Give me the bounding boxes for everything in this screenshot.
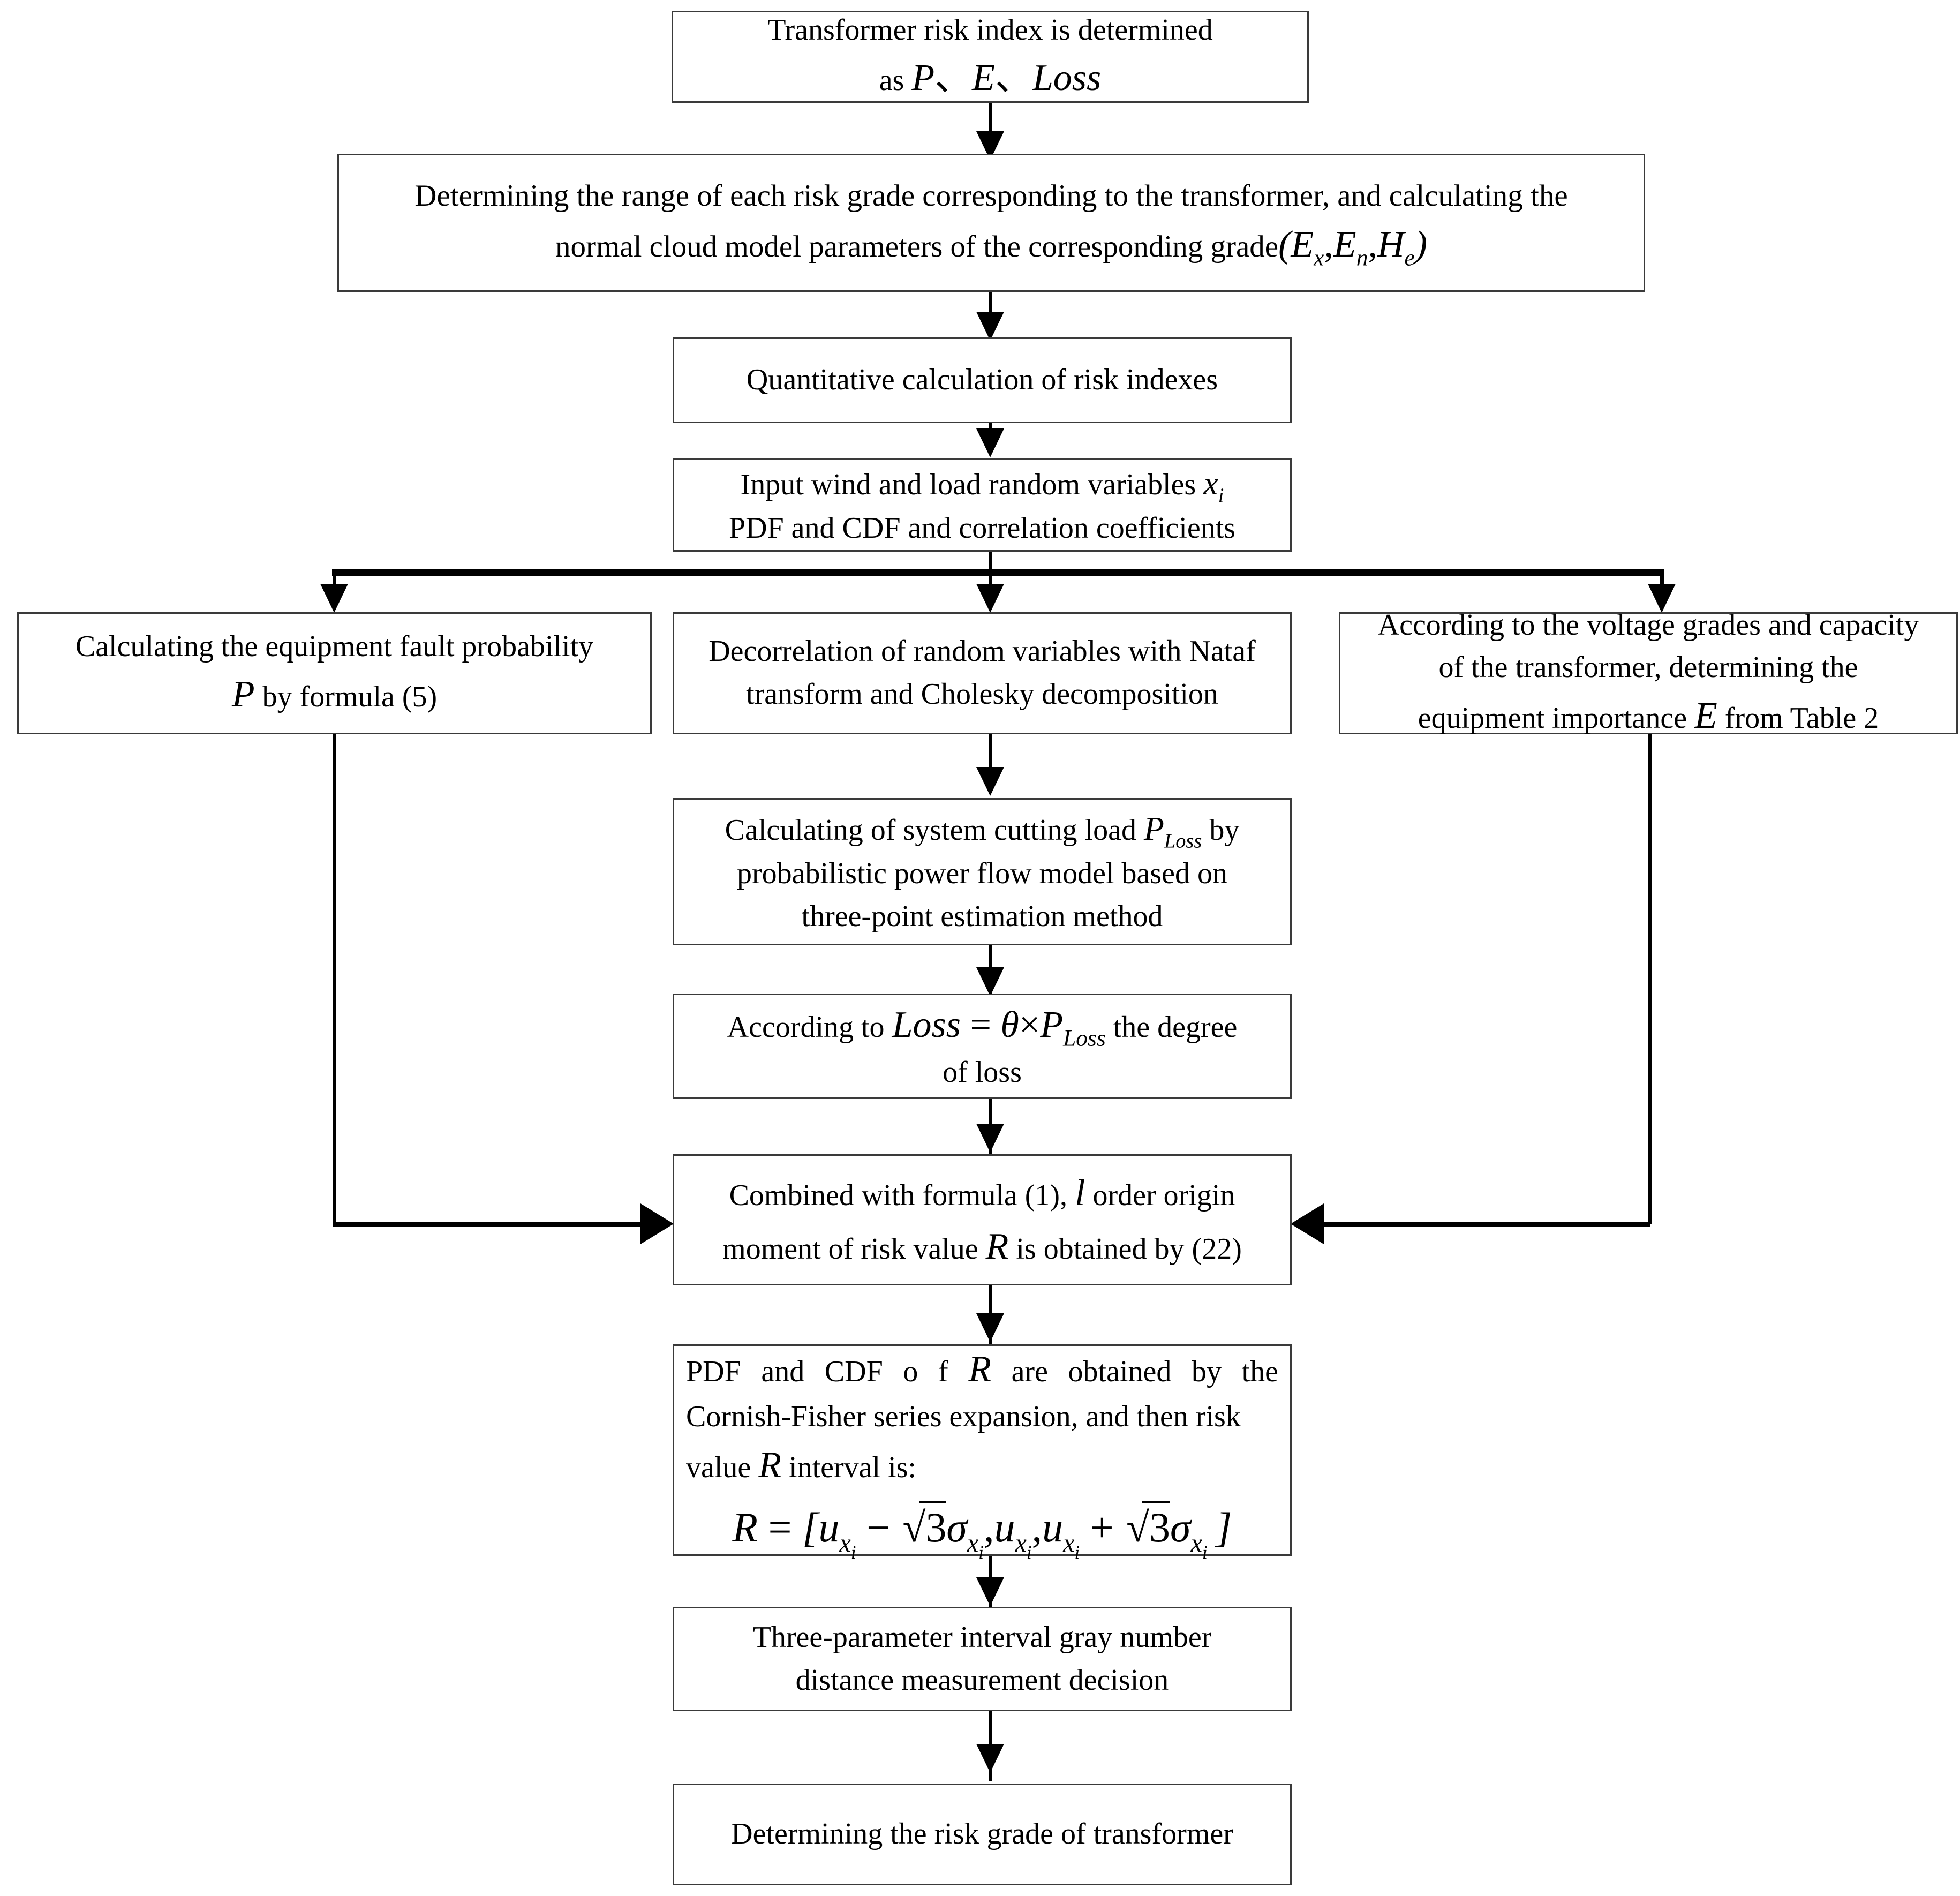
n1-line2-prefix: as bbox=[879, 64, 912, 97]
n8-line3: three-point estimation method bbox=[801, 899, 1163, 933]
n6-line2: transform and Cholesky decomposition bbox=[746, 678, 1218, 711]
arrowhead-n7-n10-icon bbox=[1291, 1203, 1324, 1244]
arrowhead-n2-n3-icon bbox=[976, 312, 1004, 341]
n2-line2-text: normal cloud model parameters of the cor… bbox=[555, 229, 1279, 264]
n8-line1-a: Calculating of system cutting load bbox=[725, 813, 1144, 847]
n7-line2: of the transformer, determining the bbox=[1438, 651, 1858, 684]
connector-n6-n8 bbox=[989, 734, 992, 792]
n7-line3-b: from Table 2 bbox=[1717, 701, 1879, 735]
n11-formula: R = [uxi − √3σxi,uxi,uxi + √3σxi ] bbox=[686, 1498, 1278, 1562]
n9-line2: of loss bbox=[943, 1055, 1022, 1089]
connector-n4-bus bbox=[989, 552, 992, 574]
arrowhead-n11-n12-icon bbox=[976, 1577, 1004, 1606]
connector-n7-drop bbox=[1648, 734, 1652, 1224]
connector-n1-n2 bbox=[989, 103, 992, 138]
n2-line2-math: (Ex,En,He) bbox=[1278, 223, 1428, 271]
n8-line1-b: by bbox=[1202, 813, 1240, 847]
node-system-cutting-load-ppf: Calculating of system cutting load PLoss… bbox=[673, 798, 1292, 945]
node-input-wind-load-variables: Input wind and load random variables xi … bbox=[673, 458, 1292, 552]
n11-line3-a: value bbox=[686, 1450, 759, 1484]
n1-line2: as P、E、Loss bbox=[685, 51, 1295, 104]
n10-line2: moment of risk value R is obtained by (2… bbox=[686, 1220, 1278, 1273]
node-decorrelation-nataf-cholesky: Decorrelation of random variables with N… bbox=[673, 612, 1292, 734]
n8-line1-math: PLoss bbox=[1143, 810, 1202, 853]
n11-line1: PDF and CDF o f R are obtained by the bbox=[686, 1343, 1278, 1396]
n5-line2-math: P bbox=[231, 674, 255, 716]
n10-line1-b: order origin bbox=[1085, 1179, 1235, 1213]
n9-line1-math: Loss = θ×PLoss bbox=[892, 1004, 1106, 1051]
node-cornish-fisher-risk-interval: PDF and CDF o f R are obtained by the Co… bbox=[673, 1343, 1292, 1562]
node-risk-grade-range-cloud-parameters: Determining the range of each risk grade… bbox=[337, 154, 1645, 292]
n10-line1-a: Combined with formula (1), bbox=[729, 1179, 1075, 1213]
n11-line3-math: R bbox=[758, 1444, 782, 1486]
n10-line1: Combined with formula (1), l order origi… bbox=[686, 1167, 1278, 1220]
n1-line1: Transformer risk index is determined bbox=[767, 13, 1213, 47]
n7-line3-math: E bbox=[1694, 695, 1717, 736]
n12-line1: Three-parameter interval gray number bbox=[752, 1620, 1212, 1654]
n4-line2: PDF and CDF and correlation coefficients bbox=[728, 511, 1236, 545]
node-three-parameter-gray-number-decision: Three-parameter interval gray number dis… bbox=[673, 1607, 1292, 1711]
n7-line3: equipment importance E from Table 2 bbox=[1352, 689, 1944, 742]
n5-line1: Calculating the equipment fault probabil… bbox=[75, 629, 594, 663]
n9-line1: According to Loss = θ×PLoss the degree bbox=[686, 998, 1278, 1051]
n12-line2: distance measurement decision bbox=[795, 1663, 1169, 1697]
n4-line1: Input wind and load random variables xi bbox=[686, 460, 1278, 507]
n4-line1-text: Input wind and load random variables bbox=[740, 468, 1204, 501]
n9-line1-a: According to bbox=[727, 1010, 892, 1044]
n11-line1-b: are obtained by the bbox=[991, 1355, 1278, 1388]
node-origin-moment-risk-value: Combined with formula (1), l order origi… bbox=[673, 1154, 1292, 1285]
arrowhead-bus-n5-icon bbox=[320, 584, 348, 613]
n4-line1-math: xi bbox=[1203, 465, 1224, 507]
node-equipment-fault-probability: Calculating the equipment fault probabil… bbox=[17, 612, 652, 734]
connector-n5-run bbox=[333, 1222, 643, 1227]
arrowhead-n8-n9-icon bbox=[976, 967, 1004, 996]
arrowhead-n9-n10-icon bbox=[976, 1124, 1004, 1153]
n11-line3-b: interval is: bbox=[781, 1450, 916, 1484]
n8-line1: Calculating of system cutting load PLoss… bbox=[686, 806, 1278, 853]
n2-line1: Determining the range of each risk grade… bbox=[414, 178, 1568, 213]
n10-line1-math: l bbox=[1075, 1172, 1085, 1214]
n5-line2-text: by formula (5) bbox=[254, 680, 438, 714]
node-risk-index-determined: Transformer risk index is determined as … bbox=[672, 11, 1309, 103]
arrowhead-n10-n11-icon bbox=[976, 1313, 1004, 1342]
n11-line2: Cornish-Fisher series expansion, and the… bbox=[686, 1400, 1241, 1434]
n2-line2: normal cloud model parameters of the cor… bbox=[351, 218, 1632, 271]
arrowhead-n6-n8-icon bbox=[976, 767, 1004, 796]
arrowhead-n3-n4-icon bbox=[976, 428, 1004, 457]
node-quantitative-calculation: Quantitative calculation of risk indexes bbox=[673, 337, 1292, 423]
connector-n5-drop bbox=[333, 734, 336, 1224]
n10-line2-math: R bbox=[985, 1225, 1009, 1267]
n7-line1: According to the voltage grades and capa… bbox=[1377, 608, 1919, 642]
connector-n2-n3 bbox=[989, 292, 992, 318]
n3-line1: Quantitative calculation of risk indexes bbox=[746, 363, 1218, 397]
n5-line2: P by formula (5) bbox=[31, 668, 638, 721]
arrowhead-n5-n10-icon bbox=[640, 1203, 674, 1244]
n9-line1-b: the degree bbox=[1105, 1010, 1238, 1044]
arrowhead-n12-n13-icon bbox=[976, 1744, 1004, 1773]
n7-line3-a: equipment importance bbox=[1418, 701, 1695, 735]
n6-line1: Decorrelation of random variables with N… bbox=[708, 635, 1256, 668]
n13-line1: Determining the risk grade of transforme… bbox=[731, 1817, 1233, 1851]
connector-n7-run bbox=[1323, 1222, 1650, 1227]
n11-line3: value R interval is: bbox=[686, 1439, 1278, 1492]
n10-line2-a: moment of risk value bbox=[722, 1232, 986, 1266]
n11-line1-a: PDF and CDF o f bbox=[686, 1355, 969, 1388]
n8-line2: probabilistic power flow model based on bbox=[736, 857, 1227, 890]
n11-line1-math: R bbox=[968, 1348, 991, 1390]
arrowhead-bus-n7-icon bbox=[1648, 584, 1676, 613]
n10-line2-b: is obtained by (22) bbox=[1008, 1232, 1242, 1266]
node-determining-risk-grade: Determining the risk grade of transforme… bbox=[673, 1784, 1292, 1885]
node-loss-degree-formula: According to Loss = θ×PLoss the degree o… bbox=[673, 994, 1292, 1099]
node-equipment-importance-table2: According to the voltage grades and capa… bbox=[1339, 608, 1958, 736]
arrowhead-bus-n6-icon bbox=[976, 584, 1004, 613]
n1-line2-math: P、E、Loss bbox=[911, 57, 1102, 99]
fanout-bus-bar bbox=[332, 569, 1664, 576]
